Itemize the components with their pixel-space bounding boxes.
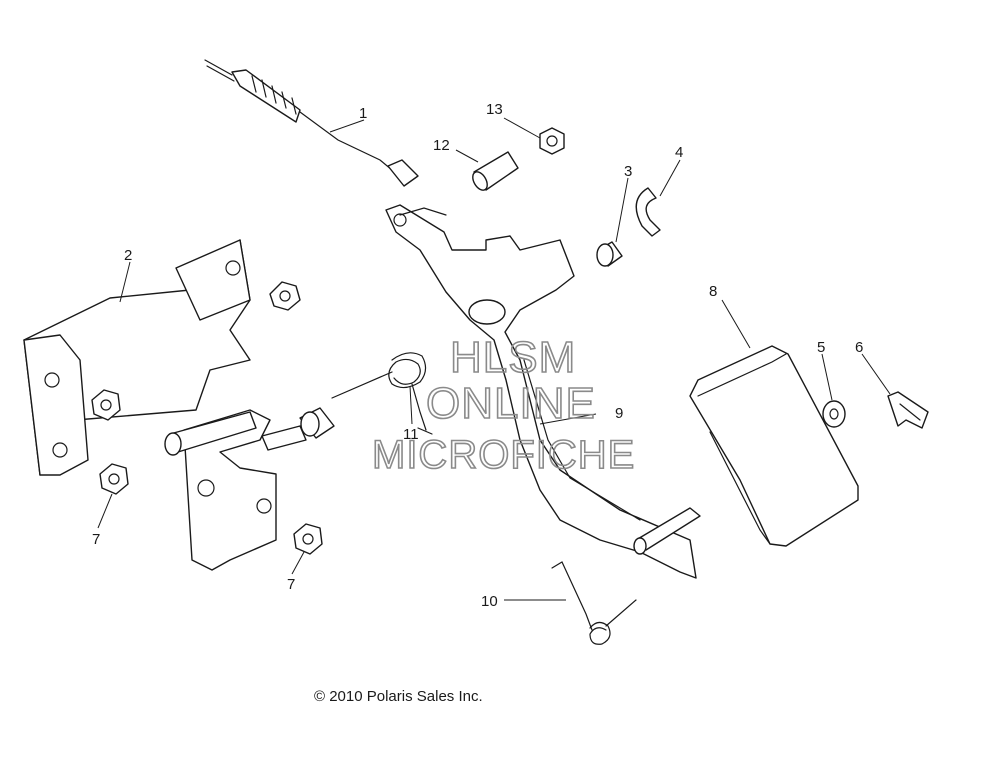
callout-11: 11 (403, 426, 419, 443)
part-washer-5 (822, 400, 846, 428)
part-eclip-4 (635, 187, 661, 237)
watermark-line-1: HLSM (450, 333, 576, 382)
watermark-line-2: ONLINE (426, 379, 596, 428)
callout-4: 4 (675, 144, 683, 161)
callout-7a: 7 (92, 531, 100, 548)
part-spring-10 (551, 561, 637, 645)
copyright-notice: © 2010 Polaris Sales Inc. (314, 688, 483, 705)
watermark: HLSM ONLINE MICROFICHE (371, 332, 635, 478)
part-bushing-pivot (299, 407, 335, 439)
part-sleeve-12 (472, 151, 519, 191)
callout-1: 1 (359, 105, 367, 122)
callout-3: 3 (624, 163, 632, 180)
callout-2: 2 (124, 247, 132, 264)
watermark-line-3: MICROFICHE (372, 433, 635, 477)
part-nuts (91, 281, 323, 555)
callout-7b: 7 (287, 576, 295, 593)
part-pedal-pad-8 (689, 345, 859, 547)
callouts: 1 13 12 3 4 2 8 5 6 9 11 7 7 10 (92, 101, 863, 610)
part-bracket-2 (23, 239, 307, 571)
callout-9: 9 (615, 405, 623, 422)
part-bushing-3 (596, 241, 623, 267)
callout-6: 6 (855, 339, 863, 356)
callout-12: 12 (433, 137, 450, 154)
part-pedal-arm-9 (385, 204, 701, 579)
callout-8: 8 (709, 283, 717, 300)
callout-5: 5 (817, 339, 825, 356)
part-nut-13 (539, 127, 565, 155)
part-spring-11 (331, 352, 433, 435)
part-clip-6 (887, 391, 929, 429)
callout-10: 10 (481, 593, 498, 610)
callout-13: 13 (486, 101, 503, 118)
leader-lines (97, 117, 891, 601)
part-cable (204, 59, 419, 187)
